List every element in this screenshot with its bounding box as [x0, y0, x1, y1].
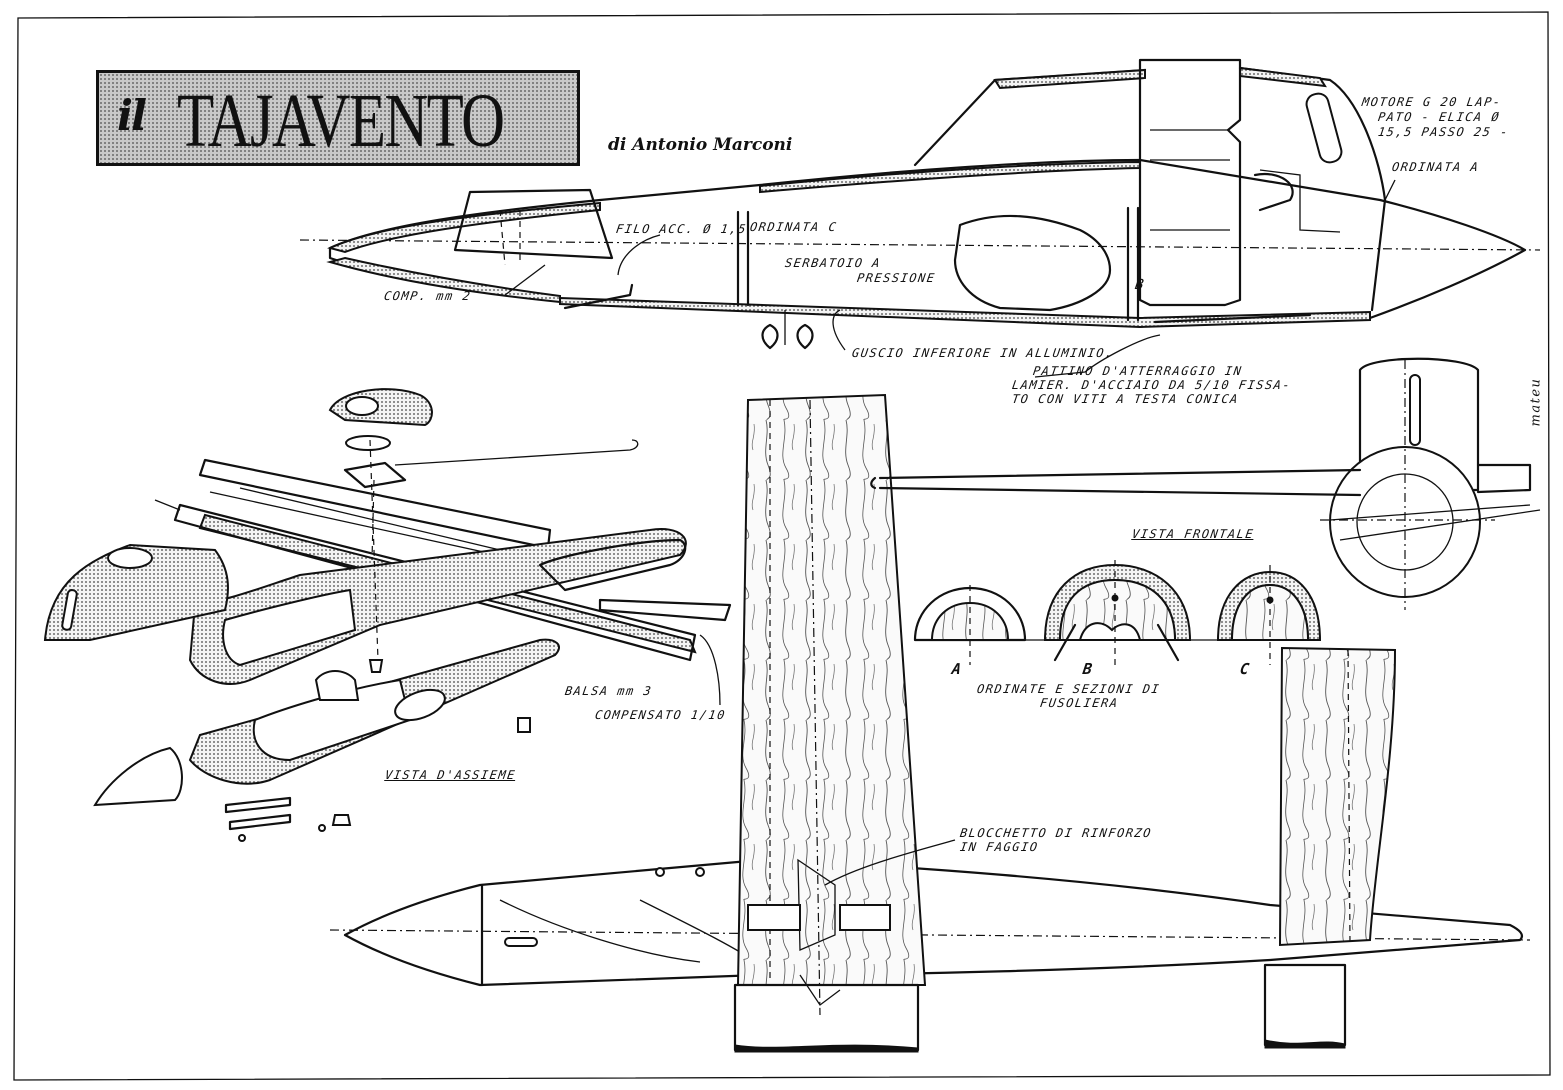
front-view [870, 357, 1541, 610]
blocchetto-leader [824, 839, 956, 886]
side-section-view [299, 58, 1541, 350]
label-blocchetto-1: BLOCCHETTO DI RINFORZO [959, 826, 1153, 840]
fuselage-sections [913, 560, 1322, 665]
label-ordinate-sezioni-1: ORDINATE E SEZIONI DI [976, 682, 1162, 696]
plan-view [329, 393, 1531, 1053]
label-b-marker: B [1133, 277, 1147, 293]
label-balsa: BALSA mm 3 [564, 684, 654, 698]
label-vista-frontale: VISTA FRONTALE [1131, 527, 1256, 541]
label-pattino-3: TO CON VITI A TESTA CONICA [1011, 392, 1240, 406]
label-filo: FILO ACC. Ø 1,5 [615, 222, 748, 236]
label-serbatoio-2: PRESSIONE [856, 271, 937, 285]
label-ordinata-c: ORDINATA C [749, 220, 839, 234]
label-motore-1: MOTORE G 20 LAP- [1361, 95, 1503, 109]
label-blocchetto-2: IN FAGGIO [959, 840, 1040, 854]
exploded-assembly [43, 388, 732, 842]
signature: mateu [1528, 377, 1544, 427]
label-ordinata-a: ORDINATA A [1391, 160, 1481, 174]
label-motore-2: PATO - ELICA Ø [1377, 110, 1502, 124]
label-serbatoio-1: SERBATOIO A [784, 256, 882, 270]
label-pattino-2: LAMIER. D'ACCIAIO DA 5/10 FISSA- [1011, 378, 1293, 392]
label-pattino-1: PATTINO D'ATTERRAGGIO IN [1032, 364, 1244, 378]
author-credit: di Antonio Marconi [608, 135, 793, 155]
title-main: TAJAVENTO [177, 79, 505, 163]
title-prefix: il [117, 91, 147, 140]
label-vista-assieme: VISTA D'ASSIEME [384, 768, 517, 782]
label-guscio: GUSCIO INFERIORE IN ALLUMINIO. [851, 346, 1115, 360]
label-comp: COMP. mm 2 [383, 289, 473, 303]
title-box: il TAJAVENTO [96, 70, 580, 166]
side-view-leaders [504, 179, 1396, 378]
label-motore-3: 15,5 PASSO 25 - [1377, 125, 1510, 139]
label-ordinate-sezioni-2: FUSOLIERA [1039, 696, 1120, 710]
sheet-border [13, 11, 1551, 1081]
label-compensato: COMPENSATO 1/10 [594, 708, 727, 722]
